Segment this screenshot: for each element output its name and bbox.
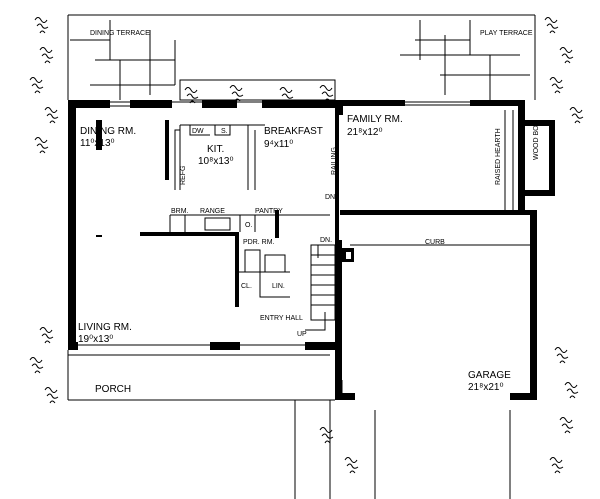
shrub-mark (544, 17, 559, 34)
label-raised-hearth: RAISED HEARTH (495, 128, 502, 185)
dining-terrace-paving (67, 14, 536, 100)
label-sink: S. (221, 128, 228, 135)
label-kitchen-size: 10⁸x13⁰ (198, 156, 233, 167)
label-living-room: LIVING RM. (78, 322, 132, 333)
shrub-mark (229, 85, 244, 102)
shrub-mark (29, 77, 44, 94)
shrub-mark (559, 47, 574, 64)
label-breakfast-size: 9⁴x11⁰ (264, 139, 293, 150)
label-dishwasher: DW (192, 128, 204, 135)
label-family-room: FAMILY RM. (347, 114, 403, 125)
label-range: RANGE (200, 208, 225, 215)
windows (78, 101, 470, 346)
porch-outline (67, 350, 511, 499)
label-kitchen: KIT. (207, 144, 224, 155)
label-railing: RAILING (331, 147, 338, 175)
shrub-mark (39, 327, 54, 344)
shrub-mark (319, 85, 334, 102)
shrub-mark (34, 137, 49, 154)
label-porch: PORCH (95, 384, 131, 395)
label-dining-terrace: DINING TERRACE (90, 30, 150, 37)
shrub-mark (559, 417, 574, 434)
shrub-mark (549, 77, 564, 94)
shrub-mark (29, 357, 44, 374)
label-oven: O. (245, 222, 252, 229)
shrub-mark (569, 107, 584, 124)
label-wood-box: WOOD BOX (533, 120, 540, 160)
label-books-bottom: BOOKS (519, 185, 526, 210)
label-stair-up: UP (297, 331, 307, 338)
raised-hearth (504, 110, 514, 210)
shrub-mark (34, 17, 49, 34)
shrub-mark (549, 457, 564, 474)
shrub-mark (184, 87, 199, 104)
label-garage: GARAGE (468, 370, 511, 381)
shrubs (29, 17, 584, 474)
shrub-mark (319, 427, 334, 444)
shrub-mark (44, 107, 59, 124)
planter (179, 79, 336, 101)
label-stair-down: DN. (320, 237, 332, 244)
label-curb: CURB (425, 239, 445, 246)
staircase[interactable] (305, 244, 336, 331)
label-down-family: DN. (325, 194, 337, 201)
label-linen: LIN. (272, 283, 285, 290)
label-garage-size: 21⁸x21⁰ (468, 382, 503, 393)
shrub-mark (39, 47, 54, 64)
shrub-mark (279, 87, 294, 104)
label-powder-room: PDR. RM. (243, 239, 275, 246)
shrub-mark (554, 347, 569, 364)
label-refrigerator: REFG (180, 166, 187, 185)
label-books-top: BOOKS (519, 110, 526, 135)
shrub-mark (564, 382, 579, 399)
label-play-terrace: PLAY TERRACE (480, 30, 533, 37)
label-dining-room: DINING RM. (80, 126, 136, 137)
kitchen-counters (169, 124, 330, 298)
label-breakfast: BREAKFAST (264, 126, 323, 137)
label-dining-size: 11⁰x13⁰ (80, 138, 115, 149)
label-broom: BRM. (171, 208, 189, 215)
shrub-mark (44, 387, 59, 404)
label-family-size: 21⁸x12⁰ (347, 127, 382, 138)
label-entry-hall: ENTRY HALL (260, 315, 303, 322)
label-living-size: 19⁰x13⁰ (78, 334, 113, 345)
walls (68, 100, 555, 400)
label-closet: CL. (241, 283, 252, 290)
label-pantry: PANTRY (255, 208, 283, 215)
shrub-mark (344, 457, 359, 474)
